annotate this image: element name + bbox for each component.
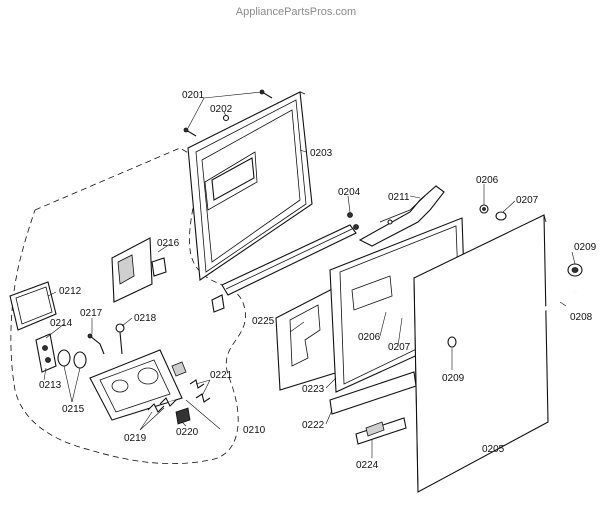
label-0210: 0210 [243,425,266,436]
detergent-cover[interactable] [35,333,57,373]
rinse-aid-plunger[interactable] [115,323,125,355]
label-0209-knob: 0209 [442,373,465,384]
label-0201: 0201 [182,90,205,101]
label-0203: 0203 [310,148,333,159]
label-0222: 0222 [302,420,325,431]
label-0207-mid: 0207 [388,342,411,353]
label-0218: 0218 [134,313,157,324]
label-0202: 0202 [210,104,233,115]
label-0216: 0216 [157,238,180,249]
screw[interactable] [183,127,197,137]
inner-door-panel[interactable] [187,91,313,281]
spring[interactable] [159,397,177,407]
seal-ring[interactable] [73,351,87,369]
label-0205: 0205 [482,444,505,455]
screw-small[interactable] [222,114,230,122]
label-0214: 0214 [50,318,73,329]
label-0215: 0215 [62,404,85,415]
label-0208: 0208 [570,312,593,323]
latch-bracket[interactable] [358,185,445,247]
seal-ring[interactable] [57,349,71,367]
label-0221: 0221 [210,370,233,381]
label-0211: 0211 [388,192,410,203]
spring[interactable] [147,403,165,413]
label-0206-mid: 0206 [358,332,381,343]
washer[interactable] [495,211,507,221]
bumper[interactable] [479,204,489,214]
spring[interactable] [195,393,211,403]
spring-clip[interactable] [87,333,105,355]
label-0213: 0213 [39,380,62,391]
toe-kick[interactable] [355,417,407,445]
handle-end-cap[interactable] [567,263,583,277]
label-0224: 0224 [356,460,379,471]
door-rail-strip[interactable] [211,212,359,313]
label-0206-top: 0206 [476,175,499,186]
door-handle[interactable] [465,290,577,346]
watermark: AppliancePartsPros.com [236,6,356,18]
screw[interactable] [259,89,273,99]
label-0220: 0220 [176,427,199,438]
label-0223: 0223 [302,384,325,395]
dispenser-body[interactable] [89,349,187,421]
outer-door-panel[interactable] [413,214,549,493]
label-0217: 0217 [80,308,103,319]
control-panel-cover[interactable] [111,237,167,303]
label-0209-cap: 0209 [574,242,597,253]
label-0212: 0212 [59,286,82,297]
label-0207-top: 0207 [516,195,539,206]
label-0204: 0204 [338,187,361,198]
label-0225: 0225 [252,316,275,327]
leader-lines [43,91,576,458]
latch-button[interactable] [175,407,191,425]
label-0219: 0219 [124,433,147,444]
dispenser-lid[interactable] [9,281,57,331]
subassembly-boundary [10,147,246,465]
